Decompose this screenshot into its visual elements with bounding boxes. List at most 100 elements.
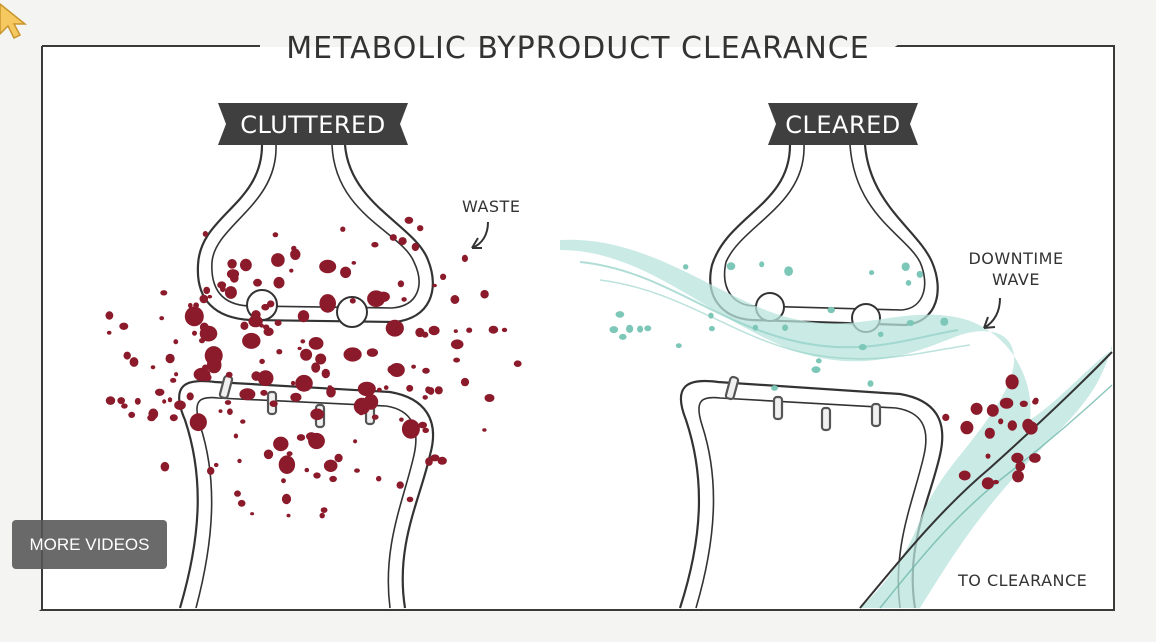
- waste-particle: [319, 260, 336, 274]
- waste-particle: [986, 454, 991, 459]
- waste-particle: [248, 316, 262, 328]
- waste-particle: [276, 349, 282, 354]
- waste-particle: [959, 471, 971, 481]
- waste-particle: [1030, 422, 1035, 428]
- waste-particle: [240, 259, 252, 271]
- waste-particle: [203, 287, 210, 294]
- waste-particle: [239, 388, 255, 400]
- cluttered-label: CLUTTERED: [240, 111, 385, 139]
- waste-particle: [290, 249, 300, 260]
- waste-particle: [170, 378, 176, 383]
- waste-particle: [340, 227, 345, 232]
- waste-particle: [998, 418, 1003, 424]
- waste-particle: [253, 279, 262, 287]
- waste-particle: [185, 307, 204, 327]
- waste-particle: [295, 375, 313, 392]
- wave-particle: [902, 262, 910, 271]
- waste-particle: [398, 280, 404, 287]
- diagram-title: METABOLIC BYPRODUCT CLEARANCE: [286, 31, 869, 66]
- waste-particle: [310, 409, 324, 421]
- waste-particle: [207, 467, 214, 475]
- waste-particle: [482, 428, 486, 431]
- waste-particle: [162, 399, 166, 403]
- wave-particle: [812, 366, 821, 373]
- waste-particle: [305, 468, 310, 472]
- waste-particle: [329, 476, 337, 482]
- wave-particle: [827, 307, 835, 313]
- waste-particle: [425, 457, 433, 466]
- waste-particle: [985, 428, 995, 439]
- downtime-annotation-line1: DOWNTIME: [968, 249, 1063, 268]
- waste-particle: [423, 395, 428, 400]
- waste-particle: [1008, 420, 1017, 430]
- wave-particle: [878, 332, 884, 337]
- waste-particle: [287, 514, 291, 518]
- waste-particle: [187, 392, 194, 400]
- waste-particle: [514, 360, 522, 367]
- waste-particle: [1029, 453, 1041, 463]
- wave-particle: [869, 270, 874, 275]
- waste-particle: [454, 329, 458, 333]
- waste-particle: [274, 277, 285, 289]
- waste-particle: [273, 437, 288, 452]
- waste-particle: [207, 357, 222, 374]
- waste-particle: [121, 403, 128, 408]
- waste-particle: [166, 354, 175, 364]
- waste-particle: [227, 408, 233, 415]
- waste-particle: [128, 412, 135, 418]
- waste-particle: [344, 347, 362, 361]
- waste-particle: [135, 398, 141, 405]
- wave-particle: [708, 313, 713, 319]
- waste-particle: [234, 490, 241, 496]
- waste-particle: [432, 284, 437, 288]
- waste-particle: [982, 477, 994, 489]
- waste-particle: [117, 397, 125, 404]
- waste-particle: [300, 339, 305, 343]
- waste-particle: [399, 418, 404, 422]
- waste-particle: [194, 368, 211, 381]
- waste-particle: [264, 327, 274, 336]
- waste-particle: [451, 295, 460, 304]
- wave-particle: [616, 311, 625, 318]
- waste-particle: [466, 328, 472, 333]
- waste-particle: [313, 472, 320, 478]
- waste-particle: [322, 369, 330, 378]
- waste-particle: [225, 400, 231, 405]
- to-clearance-label: TO CLEARANCE: [957, 571, 1087, 590]
- waste-particle: [168, 397, 172, 402]
- waste-particle: [415, 328, 424, 337]
- waste-particle: [328, 385, 332, 388]
- waste-particle: [340, 267, 351, 278]
- waste-particle: [291, 381, 295, 386]
- waste-particle: [315, 354, 326, 365]
- waste-particle: [386, 320, 404, 337]
- waste-particle: [1020, 401, 1028, 407]
- waste-particle: [350, 298, 356, 304]
- wave-particle: [709, 326, 715, 331]
- waste-particle: [271, 253, 285, 267]
- waste-particle: [298, 310, 309, 322]
- waste-particle: [480, 290, 488, 299]
- waste-particle: [308, 433, 325, 449]
- waste-particle: [200, 295, 209, 304]
- waste-particle: [261, 304, 269, 311]
- waste-particle: [240, 419, 245, 423]
- waste-particle: [151, 365, 156, 369]
- waste-particle: [411, 365, 416, 369]
- waste-particle: [429, 326, 440, 336]
- waste-particle: [425, 386, 431, 393]
- cleared-label: CLEARED: [785, 111, 901, 139]
- more-videos-button[interactable]: MORE VIDEOS: [12, 520, 167, 569]
- waste-particle: [462, 255, 468, 262]
- waste-particle: [217, 281, 226, 288]
- wave-particle: [753, 325, 758, 331]
- more-videos-label: MORE VIDEOS: [30, 535, 150, 555]
- waste-particle: [227, 259, 236, 269]
- waste-particle: [1012, 470, 1024, 482]
- wave-particle: [676, 343, 682, 348]
- waste-particle: [290, 393, 301, 402]
- waste-particle: [485, 394, 495, 402]
- wave-particle: [868, 380, 874, 387]
- waste-particle: [174, 372, 178, 376]
- waste-particle: [227, 269, 239, 279]
